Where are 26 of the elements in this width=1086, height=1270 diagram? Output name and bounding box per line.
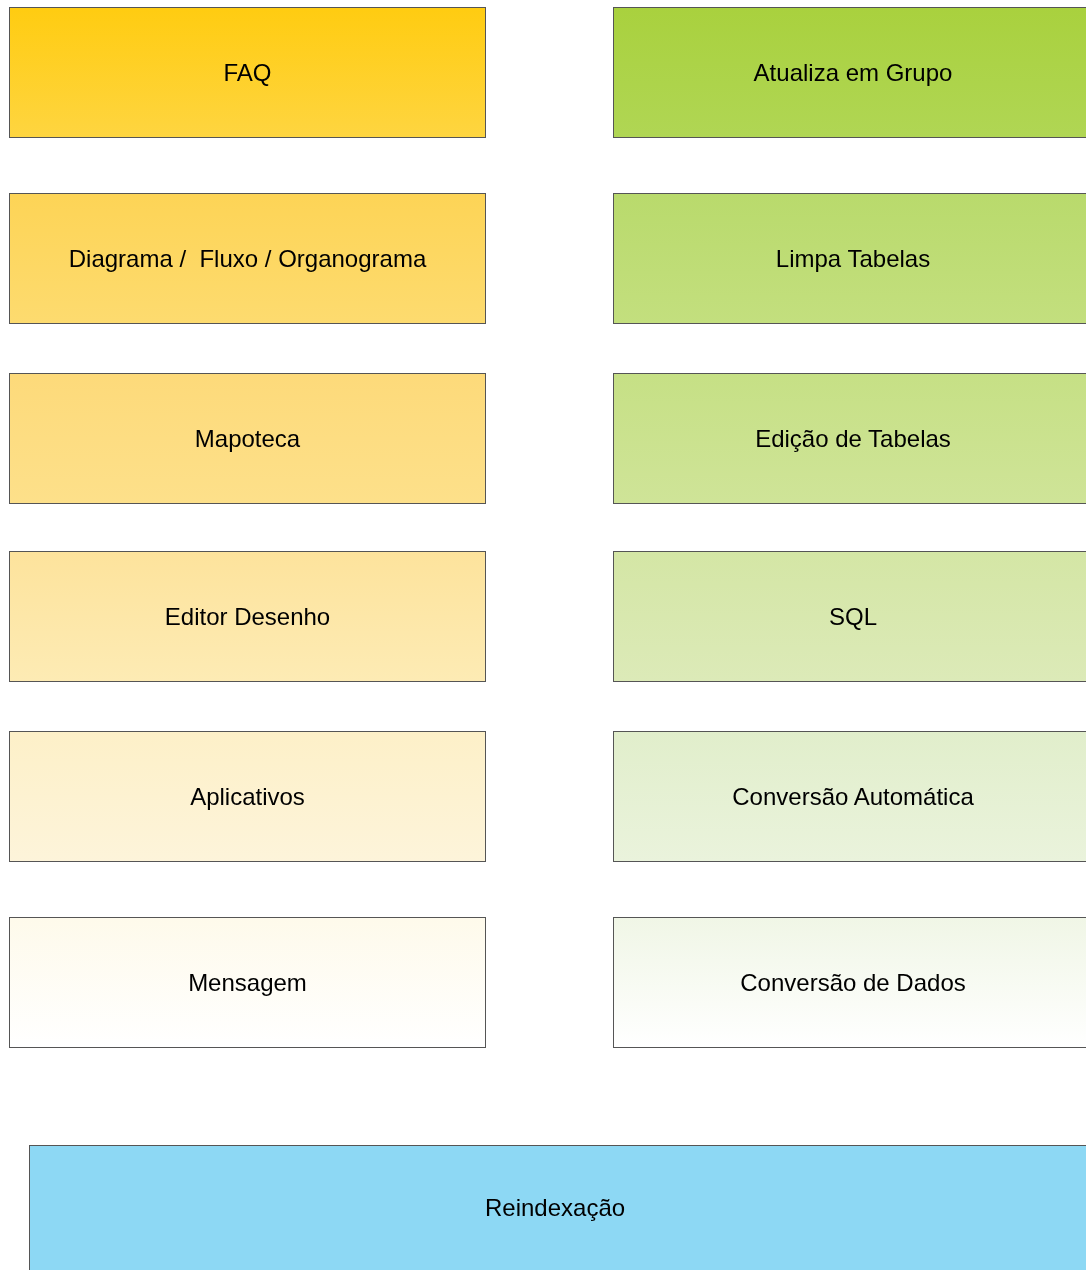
module-box — [613, 731, 1086, 862]
module-label: FAQ — [223, 58, 272, 87]
module-box — [613, 917, 1086, 1048]
module-label: Diagrama / Fluxo / Organograma — [68, 244, 427, 273]
module-box — [9, 917, 486, 1048]
module-label: Mensagem — [188, 968, 307, 997]
module-box — [9, 731, 486, 862]
module-label: Edição de Tabelas — [755, 424, 951, 453]
module-label: Mapoteca — [194, 424, 301, 453]
module-label: Conversão de Dados — [740, 968, 966, 997]
module-box — [29, 1145, 1086, 1270]
module-box — [613, 551, 1086, 682]
module-label: Atualiza em Grupo — [753, 58, 953, 87]
module-label: Limpa Tabelas — [775, 244, 931, 273]
module-label: Aplicativos — [190, 782, 305, 811]
module-label: SQL — [829, 602, 877, 631]
module-box — [9, 551, 486, 682]
module-box — [9, 193, 486, 324]
module-box — [9, 373, 486, 504]
module-label: Conversão Automática — [732, 782, 974, 811]
module-box — [613, 373, 1086, 504]
module-box — [613, 193, 1086, 324]
module-box — [613, 7, 1086, 138]
module-label: Reindexação — [485, 1194, 626, 1222]
module-label: Editor Desenho — [164, 602, 331, 631]
module-box — [9, 7, 486, 138]
